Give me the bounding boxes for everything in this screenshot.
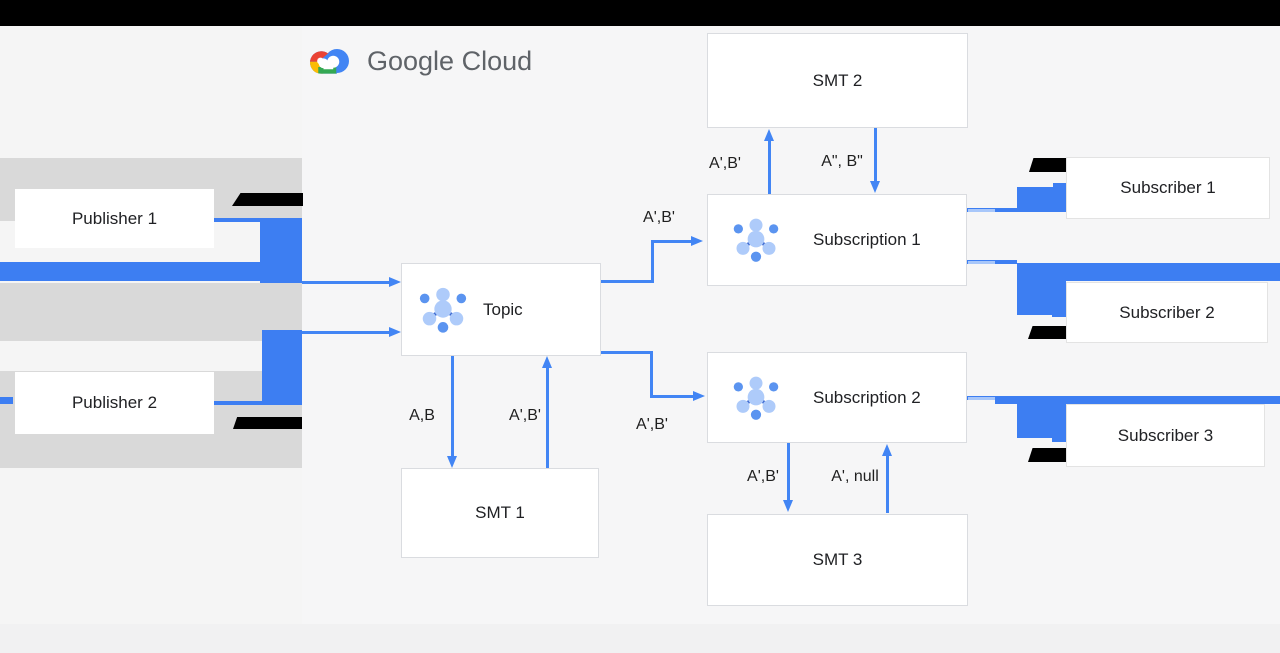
- arrow-pub2-topic-head: [389, 327, 401, 337]
- edge-label-sub1-smt2: A',B': [709, 155, 741, 172]
- arrow-topic-sub2-seg3: [650, 395, 693, 398]
- blue-block-subscriber2: [1017, 263, 1066, 315]
- arrow-pub1-topic-head: [389, 277, 401, 287]
- edge-label-smt2-sub1: A", B": [821, 153, 863, 170]
- arrow-smt1-topic-line: [546, 367, 549, 468]
- node-label: Subscription 2: [813, 387, 921, 407]
- pubsub-topic-icon: [416, 283, 470, 337]
- redaction-bar-pub1: [232, 193, 303, 206]
- edge-label-topic-sub1: A',B': [643, 209, 675, 226]
- blue-connector-pub1: [213, 218, 260, 222]
- node-publisher2: Publisher 2: [15, 372, 214, 434]
- node-label: SMT 2: [812, 70, 863, 90]
- blue-block-subscriber1: [1017, 187, 1066, 212]
- arrow-smt2-sub1-head: [870, 181, 880, 193]
- google-cloud-logo-icon: [307, 43, 352, 79]
- node-publisher1: Publisher 1: [15, 189, 214, 248]
- arrow-topic-sub2-seg2: [650, 351, 653, 398]
- arrow-pub2-topic-line: [302, 331, 390, 334]
- arrow-smt2-sub1-line: [874, 128, 877, 182]
- node-subscription2: Subscription 2: [707, 352, 967, 443]
- redaction-bar-subscriber3: [1028, 448, 1066, 462]
- arrow-topic-sub2-head: [693, 391, 705, 401]
- redaction-bar-subscriber2: [1028, 326, 1066, 339]
- node-smt3: SMT 3: [707, 514, 968, 606]
- lightblue-segment-subscriber1: [968, 209, 995, 212]
- arrow-smt3-sub2-head: [882, 444, 892, 456]
- top-black-bar: [0, 0, 1280, 26]
- arrow-sub1-smt2-head: [764, 129, 774, 141]
- blue-block-pub2: [262, 330, 302, 405]
- node-smt1: SMT 1: [401, 468, 599, 558]
- lightblue-segment-subscriber3: [968, 397, 995, 400]
- node-smt2: SMT 2: [707, 33, 968, 128]
- node-subscription1: Subscription 1: [707, 194, 967, 286]
- arrow-topic-sub1-seg3: [651, 240, 691, 243]
- node-topic: Topic: [401, 263, 601, 356]
- node-subscriber1: Subscriber 1: [1066, 157, 1270, 219]
- arrow-smt3-sub2-line: [886, 455, 889, 513]
- node-label: Subscriber 2: [1119, 302, 1215, 322]
- blue-step-subscriber3: [1052, 435, 1066, 442]
- redaction-bar-pub2: [233, 417, 302, 429]
- blue-stub-left-edge: [0, 397, 13, 404]
- blue-step-subscriber2: [1052, 311, 1066, 317]
- edge-label-smt1-topic: A',B': [509, 407, 541, 424]
- node-label: Subscriber 3: [1117, 425, 1214, 445]
- arrow-sub2-smt3-line: [787, 443, 790, 501]
- edge-label-sub2-smt3: A',B': [747, 468, 779, 485]
- lightblue-segment-subscriber2: [968, 261, 995, 264]
- arrow-topic-sub1-head: [691, 236, 703, 246]
- bottom-strip: [0, 624, 1280, 653]
- edge-label-topic-smt1: A,B: [409, 407, 435, 424]
- blue-band-left: [0, 262, 302, 281]
- blue-step-subscriber1: [1053, 183, 1066, 188]
- blue-block-subscriber3: [1017, 396, 1066, 438]
- node-label: Publisher 2: [71, 393, 158, 412]
- google-cloud-logo-text: Google Cloud: [367, 45, 533, 76]
- node-label: SMT 1: [475, 503, 525, 522]
- blue-block-pub1: [260, 218, 302, 283]
- redaction-bar-subscriber1: [1029, 158, 1066, 172]
- node-label: Subscriber 1: [1120, 178, 1216, 197]
- node-label: Subscription 1: [813, 230, 921, 249]
- google-cloud-logo: Google Cloud: [307, 41, 532, 81]
- arrow-topic-sub1-seg1: [601, 280, 653, 283]
- arrow-smt1-topic-head: [542, 356, 552, 368]
- arrow-sub1-smt2-line: [768, 140, 771, 194]
- arrow-topic-smt1-head: [447, 456, 457, 468]
- pubsub-subscription-icon: [730, 372, 782, 424]
- arrow-topic-sub2-seg1: [601, 351, 652, 354]
- blue-band-subscriber2: [1017, 263, 1280, 281]
- arrow-sub2-smt3-head: [783, 500, 793, 512]
- arrow-pub1-topic-line: [302, 281, 390, 284]
- blue-band-subscriber3: [995, 396, 1280, 404]
- node-label: SMT 3: [812, 550, 863, 569]
- pubsub-subscription-icon: [730, 214, 782, 266]
- blue-connector-pub2: [214, 401, 263, 405]
- arrow-topic-sub1-seg2: [651, 241, 654, 283]
- gray-band-2: [0, 283, 302, 341]
- node-label: Topic: [483, 299, 523, 319]
- arrow-topic-smt1-line: [451, 356, 454, 457]
- node-subscriber2: Subscriber 2: [1066, 282, 1268, 343]
- edge-label-smt3-sub2: A', null: [831, 468, 879, 485]
- node-subscriber3: Subscriber 3: [1066, 404, 1265, 467]
- node-label: Publisher 1: [71, 208, 158, 228]
- edge-label-topic-sub2: A',B': [636, 416, 668, 433]
